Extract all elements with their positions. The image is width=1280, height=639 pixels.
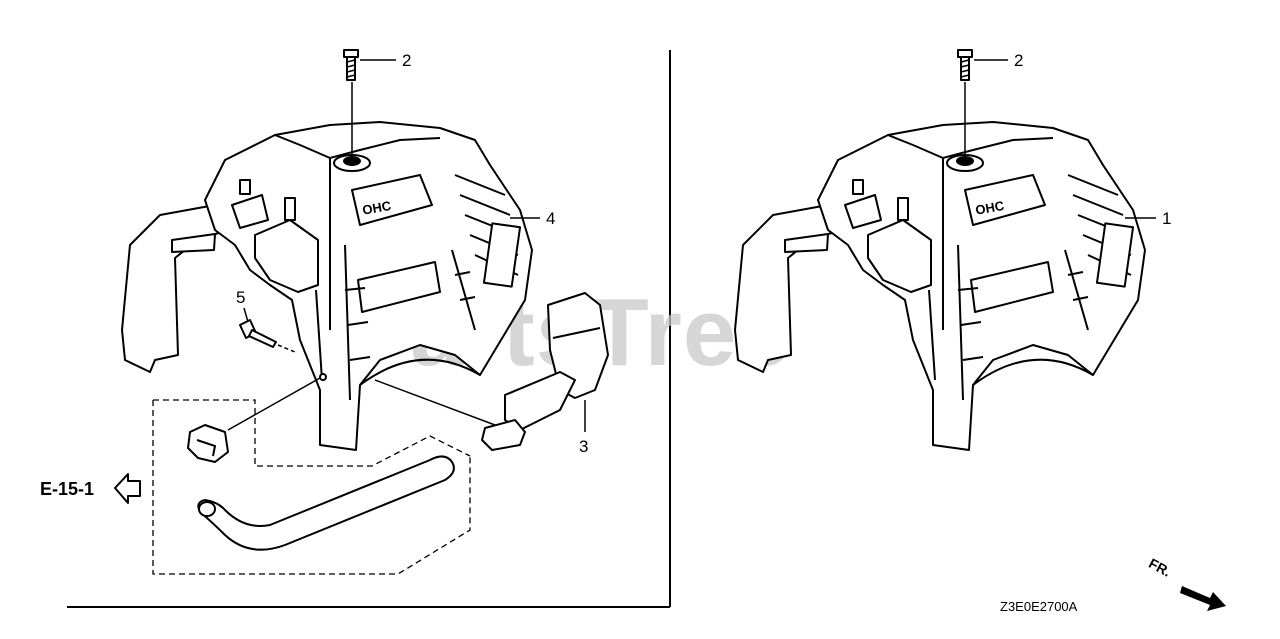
direction-label: FR. xyxy=(1146,555,1173,580)
diagram-code: Z3E0E2700A xyxy=(1000,599,1078,614)
sub-assembly-outline-lower xyxy=(152,400,471,575)
front-direction-arrow-icon xyxy=(1180,586,1226,611)
breather-hose xyxy=(197,455,455,551)
reference-arrow-icon xyxy=(114,473,141,504)
left-engine-cover: OHC xyxy=(121,121,533,451)
right-flange-bolt xyxy=(957,49,973,81)
right-engine-cover: OHC xyxy=(734,121,1146,451)
callout-5: 5 xyxy=(236,288,245,307)
choke-knob xyxy=(481,292,609,451)
knob-leader xyxy=(374,379,496,426)
callout-4: 4 xyxy=(546,209,555,228)
callout-left-2: 2 xyxy=(402,51,411,70)
brand-emboss-right: OHC xyxy=(974,198,1006,218)
callout-right-2: 2 xyxy=(1014,51,1023,70)
callout-1: 1 xyxy=(1162,209,1171,228)
tapping-screw xyxy=(239,319,277,348)
callout-3: 3 xyxy=(579,437,588,456)
hose-clip xyxy=(187,424,229,463)
callout-5-leader xyxy=(243,307,249,323)
clip-leader xyxy=(227,377,321,431)
screw-leader xyxy=(277,344,296,353)
brand-emboss-left: OHC xyxy=(361,198,393,218)
sub-assembly-outline-upper xyxy=(153,399,471,467)
reference-e-15-1: E-15-1 xyxy=(40,479,94,499)
left-flange-bolt xyxy=(343,49,359,81)
